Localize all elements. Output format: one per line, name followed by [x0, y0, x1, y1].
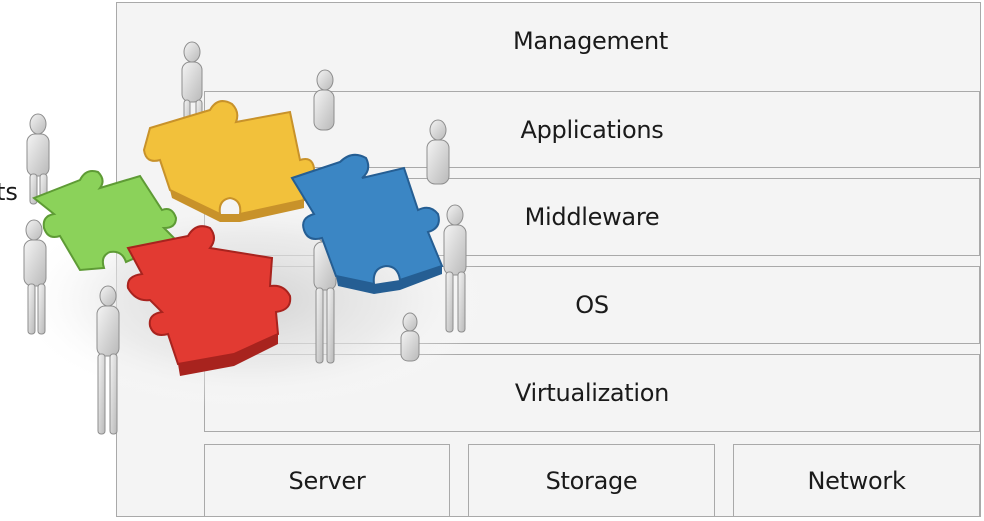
layer-os-label: OS [575, 291, 609, 319]
hardware-network-label: Network [807, 466, 906, 495]
puzzle-team-icon [10, 41, 490, 435]
blue-piece-edge [336, 266, 442, 294]
layer-virtualization-label: Virtualization [514, 379, 670, 407]
yellow-piece-edge [170, 190, 304, 222]
mannequin-figures [23, 41, 467, 435]
partial-label-text: ts [0, 178, 18, 206]
hardware-server-label: Server [288, 466, 366, 495]
layer-applications-label: Applications [520, 115, 664, 144]
hardware-storage: Storage [468, 444, 715, 517]
hardware-network: Network [733, 444, 980, 517]
red-piece-edge [178, 334, 278, 376]
layer-applications: Applications [204, 91, 980, 168]
hardware-storage-label: Storage [545, 466, 638, 495]
layer-middleware-label: Middleware [524, 203, 660, 231]
layer-management: Management [116, 4, 981, 77]
hardware-server: Server [204, 444, 450, 517]
layer-management-label: Management [512, 26, 669, 55]
